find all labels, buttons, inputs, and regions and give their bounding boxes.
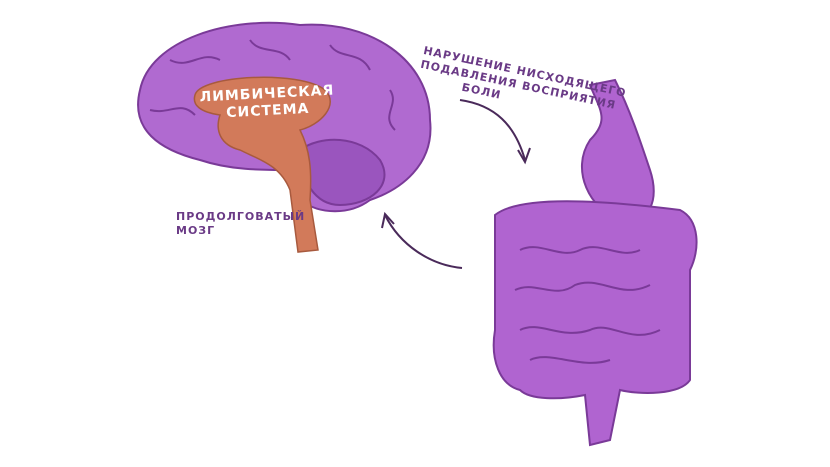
gut xyxy=(492,78,698,447)
limbic-system xyxy=(193,76,331,253)
arrows xyxy=(381,99,531,269)
arrow-down xyxy=(459,99,526,161)
arrow-up xyxy=(384,214,463,269)
limbic-label: ЛИМБИЧЕСКАЯ СИСТЕМА xyxy=(199,82,335,123)
medulla-label: ПРОДОЛГОВАТЫЙ МОЗГ xyxy=(176,210,305,238)
medulla-label-line2: МОЗГ xyxy=(176,224,216,237)
medulla-label-line1: ПРОДОЛГОВАТЫЙ xyxy=(176,210,306,223)
